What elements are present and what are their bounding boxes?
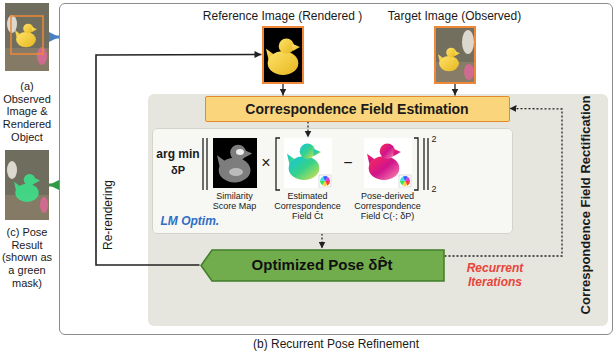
pose-result-image xyxy=(14,174,40,202)
flow-label: Correspondence Field Rectification xyxy=(579,96,594,315)
math-operator: − xyxy=(343,154,352,172)
optimization-panel-fill xyxy=(152,128,513,234)
observed-image xyxy=(37,47,47,65)
process-box: Correspondence Field Estimation xyxy=(205,96,510,122)
pose-field-image xyxy=(364,138,412,188)
node-caption: Pose-derived Correspondence Field C(·; δ… xyxy=(348,191,428,222)
pentagon-outline xyxy=(201,250,444,281)
flow-arrow xyxy=(445,109,563,257)
flow-arrow xyxy=(307,122,308,138)
node-label: Correspondence Field Estimation xyxy=(245,100,468,116)
pose-result-image xyxy=(5,150,49,220)
similarity-map xyxy=(213,138,257,188)
estimated-field-image xyxy=(284,138,332,188)
node-caption: Similarity Score Map xyxy=(205,191,265,212)
pose-result-image xyxy=(40,197,48,213)
node-caption: Estimated Correspondence Field Ĉt xyxy=(268,191,348,222)
observed-image xyxy=(5,3,49,71)
node-caption: (c) Pose Result (shown as a green mask) xyxy=(0,226,54,289)
similarity-map xyxy=(229,168,243,176)
target-photo xyxy=(438,48,460,72)
target-photo xyxy=(434,26,476,84)
reference-render xyxy=(262,26,304,84)
pose-field-image xyxy=(399,175,411,187)
pose-field-image xyxy=(364,138,412,188)
flow-arrow xyxy=(321,234,322,249)
math-operator: × xyxy=(261,154,270,172)
estimated-field-image xyxy=(319,175,331,187)
node-label: Optimized Pose δP̂t xyxy=(252,256,393,273)
image-panel: Reference Image (Rendered ) xyxy=(262,26,304,84)
image-panel: (a) Observed Image & Rendered Object xyxy=(5,3,49,71)
target-photo xyxy=(462,30,474,54)
node-caption: (a) Observed Image & Rendered Object xyxy=(0,80,54,143)
math-subscript: 2 xyxy=(431,184,436,194)
image-panel: Target Image (Observed) xyxy=(434,26,476,84)
similarity-map xyxy=(213,138,257,188)
target-photo xyxy=(434,26,476,84)
image-panel: Estimated Correspondence Field Ĉt xyxy=(284,138,332,188)
image-panel: Similarity Score Map xyxy=(213,138,257,188)
output-box: Optimized Pose δP̂t xyxy=(200,249,445,282)
rectification-panel xyxy=(148,94,608,326)
observed-image xyxy=(7,15,17,33)
flow-arrow xyxy=(282,84,283,96)
reference-render xyxy=(266,39,300,76)
norm-brackets xyxy=(203,138,428,190)
flow-label: Recurrent Iterations xyxy=(455,262,535,290)
node-label: LM Optim. xyxy=(161,215,220,229)
math-exponent: 2 xyxy=(431,134,436,144)
observed-image xyxy=(5,3,49,71)
math-operator: arg min xyxy=(156,148,199,162)
image-panel: (c) Pose Result (shown as a green mask) xyxy=(5,150,49,220)
node-caption: Reference Image (Rendered ) xyxy=(203,10,362,24)
pose-result-image xyxy=(5,150,49,220)
pose-field-image xyxy=(367,144,401,181)
similarity-map xyxy=(236,149,244,155)
reference-render xyxy=(262,26,304,84)
pose-result-image xyxy=(7,161,17,179)
flow-arrow xyxy=(49,36,59,39)
rectification-panel xyxy=(148,94,608,326)
similarity-map xyxy=(217,145,252,183)
node-caption: (b) Recurrent Pose Refinement xyxy=(253,338,419,352)
optimization-panel-fill xyxy=(152,128,513,234)
flow-label: Re-rendering xyxy=(102,180,116,250)
node-caption: Target Image (Observed) xyxy=(388,10,521,24)
estimated-field-image xyxy=(284,138,332,188)
estimated-field-image xyxy=(287,144,321,181)
norm-brackets xyxy=(203,138,428,190)
optimization-panel: LM Optim.Similarity Score MapEstimated C… xyxy=(152,128,513,234)
flow-arrow xyxy=(454,84,455,96)
math-variable: δP xyxy=(171,164,185,177)
observed-image xyxy=(11,16,43,54)
target-photo xyxy=(464,64,474,80)
refinement-frame: (b) Recurrent Pose RefinementReference I… xyxy=(59,3,613,335)
observed-image xyxy=(15,24,37,48)
flow-arrow xyxy=(49,184,59,187)
image-panel: Pose-derived Correspondence Field C(·; δ… xyxy=(364,138,412,188)
